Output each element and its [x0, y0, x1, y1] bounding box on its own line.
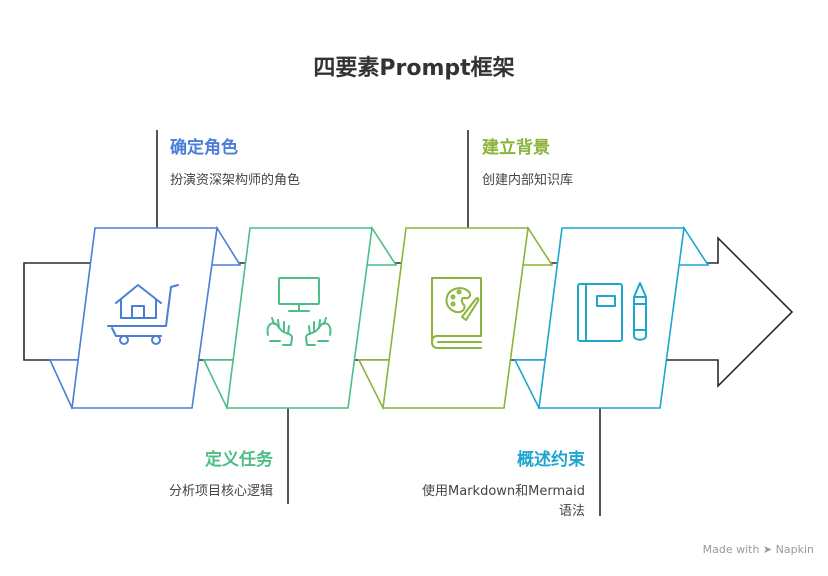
step-1-title: 确定角色 — [170, 138, 238, 158]
step-3-description: 创建内部知识库 — [482, 173, 574, 188]
diagram-title: 四要素Prompt框架 — [313, 56, 515, 81]
step-4-description-line-1: 使用Markdown和Mermaid — [422, 484, 585, 499]
step-2-title: 定义任务 — [205, 450, 273, 470]
step-2-description: 分析项目核心逻辑 — [168, 484, 273, 499]
step-4-description-line-2: 语法 — [558, 504, 585, 519]
napkin-watermark: Made with ➤ Napkin — [702, 543, 814, 556]
step-1-description: 扮演资深架构师的角色 — [170, 173, 301, 188]
step-4-block — [513, 225, 710, 410]
step-4-description: 使用Markdown和Mermaid 语法 — [422, 482, 585, 522]
step-4-title: 概述约束 — [517, 450, 585, 470]
computer-hands-icon — [266, 277, 332, 346]
notebook-pencil-icon — [577, 282, 647, 342]
step-3-title: 建立背景 — [482, 138, 550, 158]
step-3-block — [357, 225, 554, 410]
shopping-cart-house-icon — [107, 284, 179, 345]
step-2-block — [202, 225, 398, 410]
art-book-icon — [431, 277, 482, 349]
